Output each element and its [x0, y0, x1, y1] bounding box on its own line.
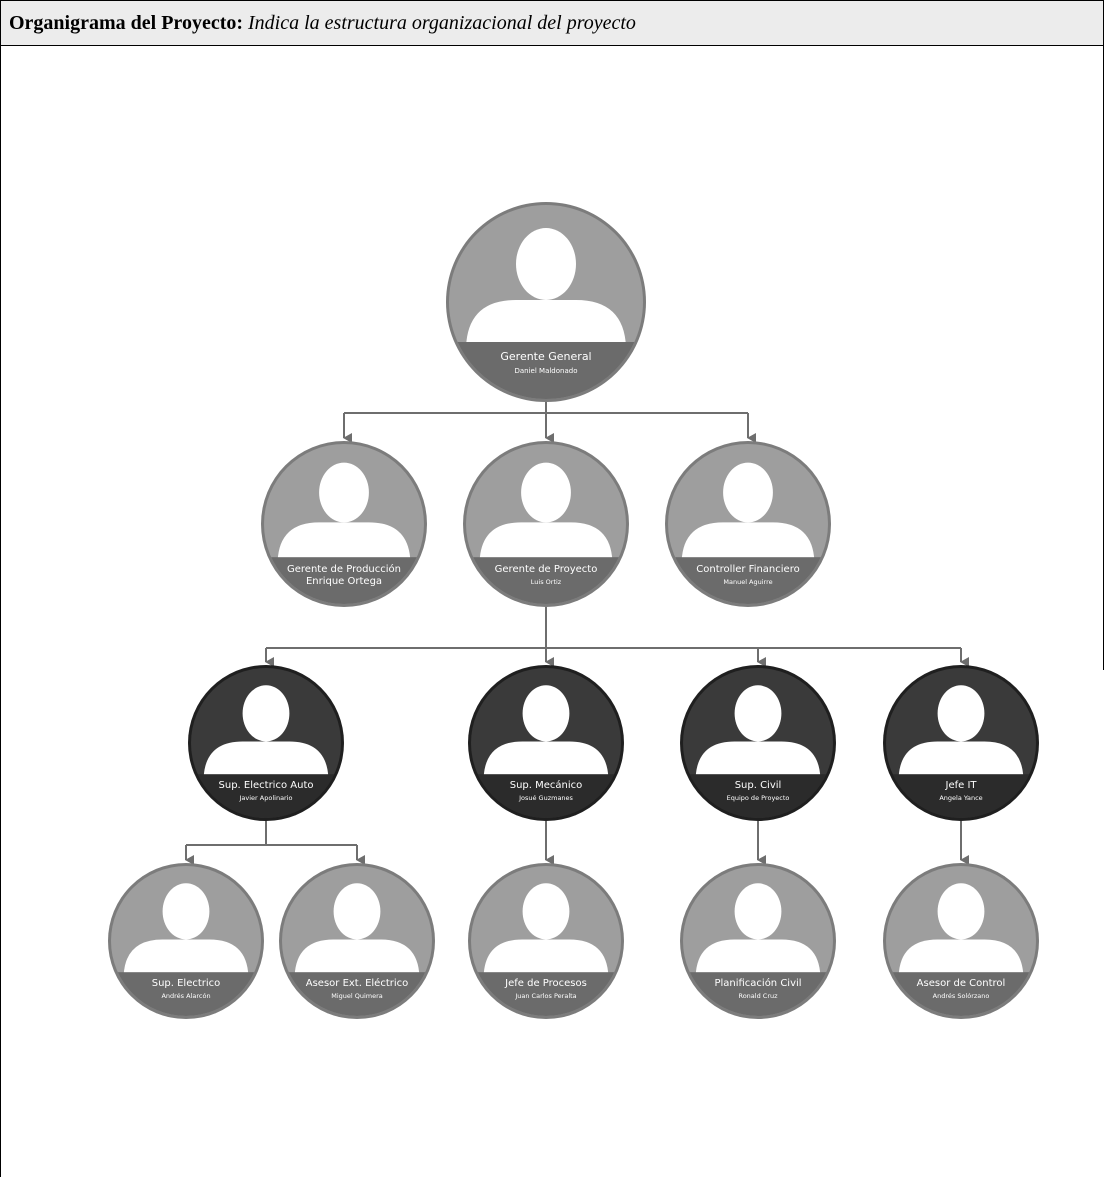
node-role: Jefe de Procesos [504, 978, 587, 989]
node-role: Gerente General [500, 350, 591, 363]
node-role: Controller Financiero [696, 564, 799, 575]
header-bar: Organigrama del Proyecto: Indica la estr… [0, 0, 1104, 46]
org-node-jit: Jefe IT Angela Yance [883, 665, 1039, 821]
node-name: Josué Guzmanes [518, 794, 573, 802]
node-name: Angela Yance [939, 794, 982, 802]
node-name: Manuel Aguirre [723, 578, 772, 586]
node-name: Juan Carlos Peralta [514, 992, 576, 1000]
person-avatar-icon [203, 685, 329, 779]
node-role: Gerente de Proyecto [495, 564, 598, 575]
person-avatar-icon [483, 685, 609, 779]
person-avatar-icon [277, 462, 411, 562]
node-role: Gerente de Producción [287, 563, 401, 575]
person-avatar-icon [479, 462, 613, 562]
person-avatar-icon [898, 883, 1024, 977]
person-avatar-icon [681, 462, 815, 562]
person-avatar-icon [123, 883, 249, 977]
node-role: Sup. Electrico Auto [219, 780, 314, 791]
node-name: Ronald Cruz [738, 992, 778, 1000]
node-name: Andrés Alarcón [161, 992, 210, 1000]
node-name: Equipo de Proyecto [727, 794, 790, 802]
person-avatar-icon [294, 883, 420, 977]
node-role: Asesor de Control [917, 978, 1006, 989]
node-name: Andrés Solórzano [933, 992, 990, 1000]
frame-left-border [0, 46, 1, 1177]
person-avatar-icon [483, 883, 609, 977]
header-description: Indica la estructura organizacional del … [248, 12, 636, 34]
node-role: Sup. Electrico [152, 978, 221, 989]
node-role: Sup. Mecánico [510, 779, 583, 791]
person-avatar-icon [898, 685, 1024, 779]
header-label: Organigrama del Proyecto: [9, 12, 244, 34]
person-avatar-icon [695, 883, 821, 977]
node-role: Sup. Civil [735, 780, 782, 791]
node-role: Planificación Civil [714, 977, 801, 989]
node-name: Luis Ortiz [531, 578, 562, 586]
node-name: Javier Apolinario [238, 794, 292, 802]
node-name: Miguel Quimera [331, 992, 383, 1000]
node-name: Enrique Ortega [306, 576, 382, 587]
node-role: Asesor Ext. Eléctrico [306, 977, 409, 989]
node-role: Jefe IT [944, 780, 977, 791]
person-avatar-icon [695, 685, 821, 779]
frame-right-border [1103, 46, 1104, 670]
node-name: Daniel Maldonado [515, 367, 578, 375]
connectors [185, 402, 969, 865]
person-avatar-icon [466, 228, 626, 347]
